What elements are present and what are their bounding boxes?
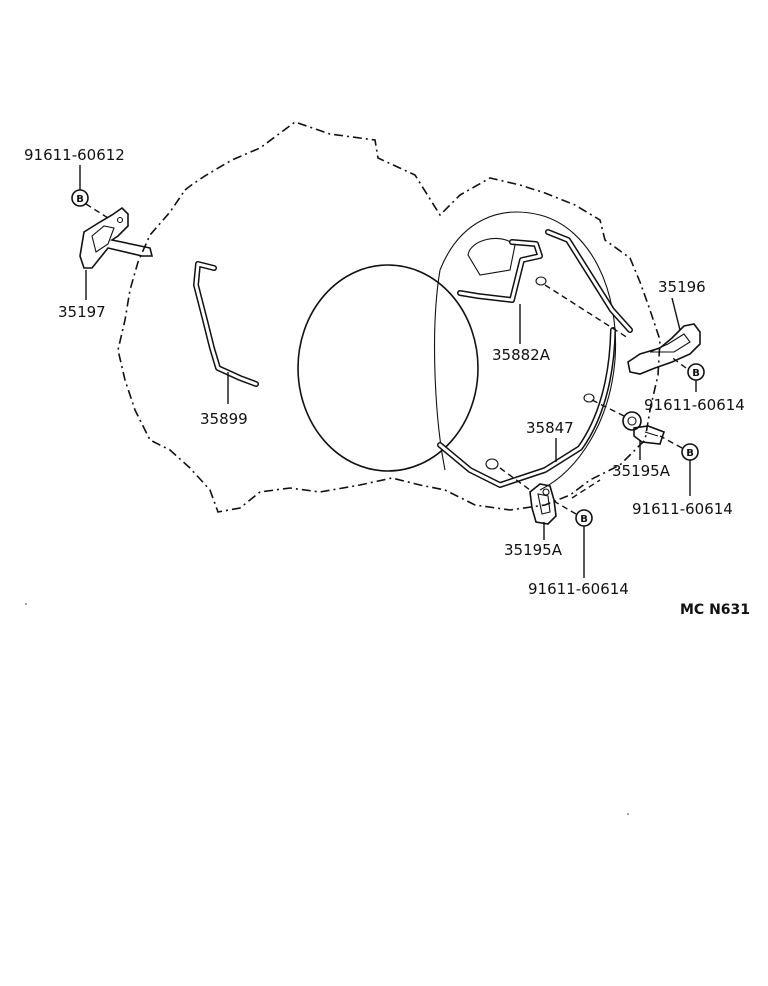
diagram-code: MC N631 [680, 602, 750, 618]
alignment-line [544, 284, 629, 339]
tube-35882A [457, 239, 543, 303]
clamp-35195A-right [622, 411, 666, 445]
tube-upper-long-inner [546, 230, 632, 332]
svg-text:B: B [686, 448, 694, 459]
bolt-marker-b4: B [575, 509, 593, 527]
bell-housing-opening [297, 264, 479, 472]
bolt-marker-b1: B [71, 189, 89, 207]
svg-text:B: B [580, 514, 588, 525]
scan-speck [25, 603, 27, 605]
leader-bolt-b3-dash [659, 435, 683, 449]
label-bolt-b3: 91611-60614 [632, 500, 733, 518]
tube-35899-inner [194, 262, 258, 386]
housing-boss [583, 393, 595, 403]
housing-boss-bump [467, 237, 516, 276]
tube-35882A-inner [458, 240, 542, 302]
label-35847: 35847 [526, 419, 574, 437]
alignment-line [571, 479, 601, 499]
housing-boss [485, 458, 499, 470]
label-35882A: 35882A [492, 346, 551, 364]
label-35195A-right: 35195A [612, 462, 671, 480]
housing-boss [535, 276, 547, 286]
leader-35196 [671, 297, 681, 331]
label-35196: 35196 [658, 278, 706, 296]
clamp-35195A-bottom [529, 483, 557, 525]
leader-bolt-b1-dash [85, 203, 109, 219]
bracket-35196 [627, 323, 701, 375]
alignment-line [591, 399, 625, 417]
svg-text:B: B [692, 368, 700, 379]
leader-bolt-b4-dash [551, 499, 577, 515]
svg-text:B: B [76, 194, 84, 205]
transmission-housing-outline [117, 121, 661, 513]
label-bolt-b4: 91611-60614 [528, 580, 629, 598]
leader-bolt-b2-dash [669, 355, 687, 369]
inner-cover-arc [439, 211, 617, 491]
label-35197: 35197 [58, 303, 106, 321]
bracket-35197 [79, 206, 154, 269]
label-35899: 35899 [200, 410, 248, 428]
label-bolt-b1: 91611-60612 [24, 146, 125, 164]
scan-speck [627, 813, 629, 815]
inner-cover-arc-left [434, 269, 446, 471]
bolt-marker-b2: B [687, 363, 705, 381]
bolt-marker-b3: B [681, 443, 699, 461]
label-35195A-bottom: 35195A [504, 541, 563, 559]
tube-35847-inner [438, 328, 615, 487]
label-bolt-b2: 91611-60614 [644, 396, 745, 414]
alignment-line [499, 467, 531, 491]
